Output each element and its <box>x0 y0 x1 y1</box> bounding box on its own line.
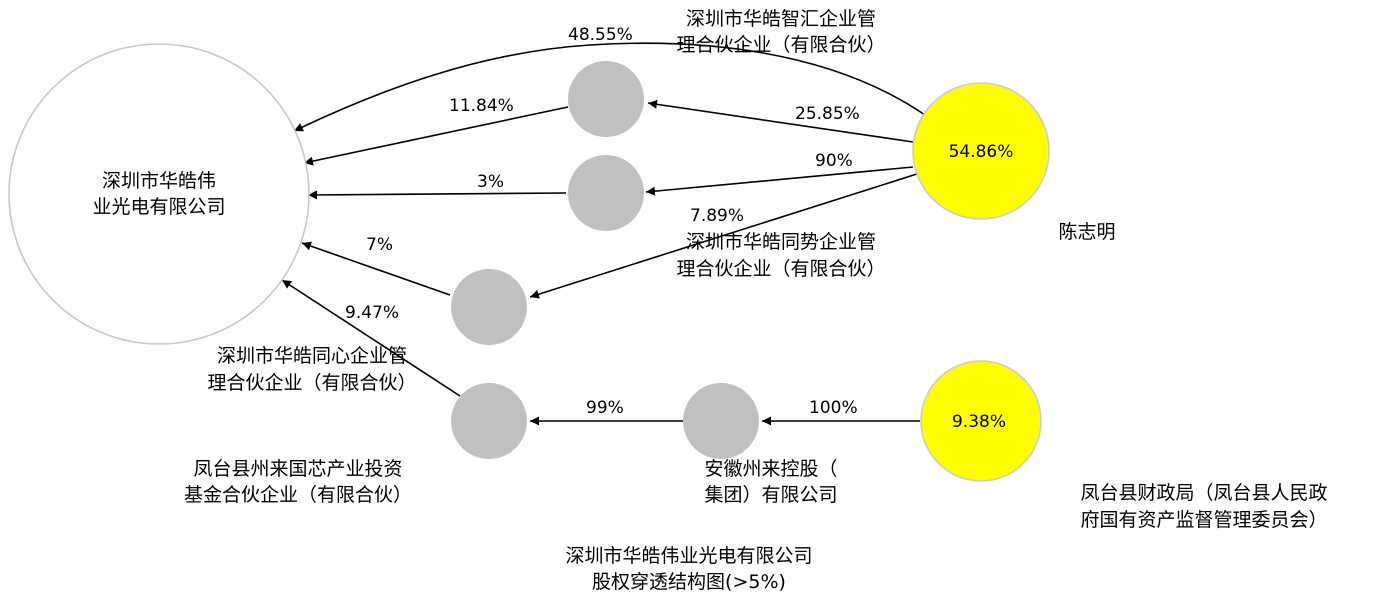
edge-label-czj-anhui: 100% <box>809 398 858 418</box>
node-tongxin-label-2: 理合伙企业（有限合伙） <box>207 372 416 394</box>
edge-chen-zhihui <box>647 99 914 143</box>
edge-label-fund-target: 9.47% <box>345 303 399 323</box>
node-tongxin <box>451 269 527 345</box>
node-fengtai-fund-label-1: 凤台县州来国芯产业投资 <box>193 458 402 480</box>
node-tongshi-label-2: 理合伙企业（有限合伙） <box>676 258 885 280</box>
edge-label-chen-target: 48.55% <box>568 25 633 45</box>
node-target-company-label-2: 业光电有限公司 <box>92 196 225 218</box>
node-target-company-label-1: 深圳市华皓伟 <box>102 170 216 192</box>
node-czj-label-2: 府国有资产监督管理委员会） <box>1080 509 1327 531</box>
node-chen-label: 陈志明 <box>1058 221 1115 243</box>
edge-label-zhihui-target: 11.84% <box>449 96 514 116</box>
node-fengtai-fund <box>451 383 527 459</box>
node-czj-label-1: 凤台县财政局（凤台县人民政 <box>1080 482 1327 504</box>
diagram-title-line-2: 股权穿透结构图(>5%) <box>592 571 786 593</box>
node-chen <box>912 82 1050 220</box>
node-tongshi <box>568 155 644 231</box>
node-tongshi-label-1: 深圳市华皓同势企业管 <box>686 231 876 253</box>
node-anhui-label-1: 安徽州来控股（ <box>704 458 837 480</box>
edge-label-chen-tongxin: 7.89% <box>690 206 744 226</box>
node-fengtai-fund-label-2: 基金合伙企业（有限合伙） <box>184 484 412 506</box>
edge-fund-target <box>281 279 461 397</box>
node-anhui-label-2: 集团）有限公司 <box>704 484 837 506</box>
edge-label-tongxin-target: 7% <box>366 235 393 255</box>
node-tongxin-label-1: 深圳市华皓同心企业管 <box>217 345 407 367</box>
edge-label-chen-zhihui: 25.85% <box>795 104 860 124</box>
node-czj <box>920 360 1042 482</box>
node-czj-percent: 9.38% <box>952 412 1006 432</box>
edge-chen-target <box>293 42 926 132</box>
edge-zhihui-target <box>303 106 569 166</box>
node-chen-percent: 54.86% <box>949 142 1014 162</box>
node-zhihui-label-2: 理合伙企业（有限合伙） <box>676 34 885 56</box>
edge-label-chen-tongshi: 90% <box>815 151 853 171</box>
edge-tongshi-target <box>307 190 567 200</box>
edge-chen-tongshi <box>645 166 914 196</box>
edge-tongxin-target <box>301 241 451 296</box>
node-zhihui <box>568 61 644 137</box>
edge-label-tongshi-target: 3% <box>477 172 504 192</box>
edge-chen-tongxin <box>529 172 921 299</box>
node-target-company <box>8 43 310 345</box>
node-zhihui-label-1: 深圳市华皓智汇企业管 <box>686 8 876 30</box>
diagram-title-line-1: 深圳市华皓伟业光电有限公司 <box>565 545 812 567</box>
edge-label-anhui-fund: 99% <box>586 398 624 418</box>
node-anhui <box>683 383 759 459</box>
